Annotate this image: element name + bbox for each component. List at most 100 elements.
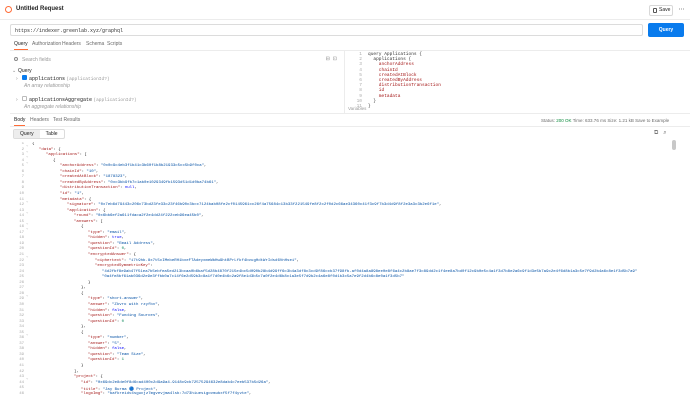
json-line: 42], bbox=[10, 370, 670, 376]
line-number: 9 bbox=[359, 93, 362, 99]
tree-root[interactable]: ⌄Query bbox=[12, 68, 32, 74]
json-token: "metadata" bbox=[60, 197, 85, 202]
json-token: "Team Size" bbox=[116, 352, 144, 357]
line-number: 20 bbox=[19, 247, 24, 252]
json-token: "Email Address" bbox=[116, 241, 153, 246]
json-token: false bbox=[112, 308, 125, 313]
fold-chevron-icon[interactable]: ⌄ bbox=[26, 227, 29, 232]
json-line: 15⌄"answers": [ bbox=[10, 220, 670, 226]
fold-chevron-icon[interactable]: ⌄ bbox=[26, 160, 29, 165]
json-text: "hidden": true, bbox=[88, 236, 124, 240]
tree-field-applications[interactable]: ›applications (applicationId?) bbox=[16, 75, 110, 82]
save-button[interactable]: Save bbox=[649, 5, 673, 16]
json-token: "project" bbox=[74, 375, 96, 380]
fold-chevron-icon[interactable]: ⌄ bbox=[26, 293, 29, 298]
line-number: 25 bbox=[19, 275, 24, 280]
json-token: "email" bbox=[107, 230, 125, 235]
json-text: "data": { bbox=[39, 148, 61, 152]
request-title[interactable]: Untitled Request bbox=[16, 6, 64, 12]
json-token: , bbox=[268, 380, 271, 385]
json-line: 17"type": "email", bbox=[10, 231, 670, 237]
json-token: false bbox=[112, 347, 125, 352]
field-args: (applicationId?) bbox=[93, 98, 137, 103]
json-token: "4d2fbf8e9ab47f51ea7b5ebfea5ed213bcaa0b6… bbox=[102, 269, 638, 274]
fold-chevron-icon[interactable]: ⌄ bbox=[26, 144, 29, 148]
status-code[interactable]: 200 OK bbox=[556, 118, 572, 123]
tab-schema[interactable]: Schema bbox=[86, 41, 105, 47]
copy-icon[interactable]: ⧉ bbox=[654, 130, 664, 136]
json-text: "answer": "Zkvro with rzyfbv", bbox=[88, 303, 160, 307]
json-text: "encryptedSymmetricKey": bbox=[95, 264, 155, 268]
json-line: 12"signature": "0x7eb6d79443c206c73bd23f… bbox=[10, 203, 670, 209]
json-line: 30"answer": "Zkvro with rzyfbv", bbox=[10, 303, 670, 309]
chevron-down-icon: ⌄ bbox=[12, 68, 17, 74]
json-line: 22"ciphertext": "i7t9hb.8x7t5cIMnbeRH1bx… bbox=[10, 259, 670, 265]
run-query-button[interactable]: Query bbox=[648, 23, 684, 37]
line-number: 4 bbox=[21, 158, 24, 163]
json-text: "question": "Funding Sources", bbox=[88, 314, 160, 318]
scrollbar-thumb[interactable] bbox=[672, 140, 676, 150]
chevron-right-icon: › bbox=[16, 97, 18, 103]
tab-headers[interactable]: Headers bbox=[62, 41, 81, 47]
json-line: 28⌄{ bbox=[10, 292, 670, 298]
view-mode-table[interactable]: Table bbox=[45, 131, 58, 137]
fold-chevron-icon[interactable]: ⌄ bbox=[26, 149, 29, 154]
line-number: 24 bbox=[19, 269, 24, 274]
tab-response-headers[interactable]: Headers bbox=[30, 117, 49, 123]
field-search[interactable]: Search fields ⊟⊡ bbox=[12, 55, 342, 64]
json-text: "createdAtBlock": "1878323", bbox=[60, 175, 127, 179]
json-token: "encryptedAnswer" bbox=[88, 253, 129, 257]
field-name: applicationsAggregate bbox=[29, 97, 93, 103]
fold-chevron-icon[interactable]: ⌄ bbox=[26, 255, 29, 259]
view-mode-query[interactable]: Query bbox=[14, 130, 40, 138]
json-text: "hidden": false, bbox=[88, 309, 126, 313]
response-time[interactable]: Time: 633.76 ms bbox=[572, 118, 607, 123]
json-token: : bbox=[112, 241, 117, 246]
query-line: applications { bbox=[368, 57, 412, 63]
response-body[interactable]: 1⌄{2⌄"data": {3⌄"applications": [4⌄{5"an… bbox=[10, 142, 670, 405]
fold-chevron-icon[interactable]: ⌄ bbox=[26, 210, 29, 215]
line-number: 41 bbox=[19, 364, 24, 368]
more-options-button[interactable]: ⋯ bbox=[678, 7, 685, 13]
json-token: : bbox=[90, 380, 96, 385]
url-input[interactable]: https://indexer.greenlab.xyz/graphql bbox=[10, 24, 643, 36]
tab-query[interactable]: Query bbox=[14, 41, 28, 50]
tab-test-results[interactable]: Test Results bbox=[53, 117, 81, 123]
fold-chevron-icon[interactable]: ⌄ bbox=[26, 332, 29, 337]
json-token: , bbox=[124, 175, 128, 180]
json-token: : bbox=[107, 236, 113, 241]
tree-field-applications-aggregate[interactable]: › applicationsAggregate (applicationId?) bbox=[16, 96, 137, 103]
search-icon[interactable]: ⌕ bbox=[663, 130, 672, 136]
line-number: 37 bbox=[19, 341, 24, 346]
json-text: "4d2fbf8e9ab47f51ea7b5ebfea5ed213bcaa0b6… bbox=[102, 270, 637, 274]
line-number: 28 bbox=[19, 291, 24, 296]
query-line: chainId bbox=[368, 67, 398, 73]
fold-chevron-icon[interactable]: ⌄ bbox=[26, 377, 29, 382]
tab-scripts[interactable]: Scripts bbox=[107, 41, 123, 47]
json-token: "hidden" bbox=[88, 236, 108, 241]
fold-chevron-icon[interactable]: ⌄ bbox=[26, 221, 29, 226]
json-line: 11⌄"metadata": { bbox=[10, 198, 670, 204]
fold-chevron-icon[interactable]: ⌄ bbox=[26, 199, 29, 204]
line-number: 27 bbox=[19, 286, 24, 291]
field-checkbox[interactable] bbox=[22, 75, 27, 81]
json-line: 1⌄{ bbox=[10, 142, 670, 148]
variables-label[interactable]: Variables bbox=[348, 106, 367, 111]
tab-authorization[interactable]: Authorization bbox=[32, 41, 62, 47]
panel-divider[interactable] bbox=[344, 51, 345, 113]
fold-chevron-icon[interactable]: ⌄ bbox=[26, 155, 29, 160]
tab-body[interactable]: Body bbox=[14, 117, 26, 126]
json-line: 41} bbox=[10, 364, 670, 370]
json-token: , bbox=[121, 236, 125, 241]
json-line: 23"encryptedSymmetricKey": bbox=[10, 264, 670, 270]
json-token: : bbox=[90, 214, 96, 219]
explorer-tool-icons[interactable]: ⊟⊡ bbox=[325, 56, 340, 62]
json-text: "anchorAddress": "0x0c9c4eb3f1b41c3b60f1… bbox=[60, 164, 206, 168]
save-to-example-button[interactable]: Save to Example bbox=[635, 118, 670, 123]
response-size[interactable]: Size: 1.21 kB bbox=[607, 118, 634, 123]
line-number: 1 bbox=[21, 142, 24, 146]
json-token: : { bbox=[128, 253, 137, 257]
json-line: 43⌄"project": { bbox=[10, 375, 670, 381]
field-checkbox[interactable] bbox=[22, 96, 27, 102]
json-token: : bbox=[81, 169, 87, 174]
